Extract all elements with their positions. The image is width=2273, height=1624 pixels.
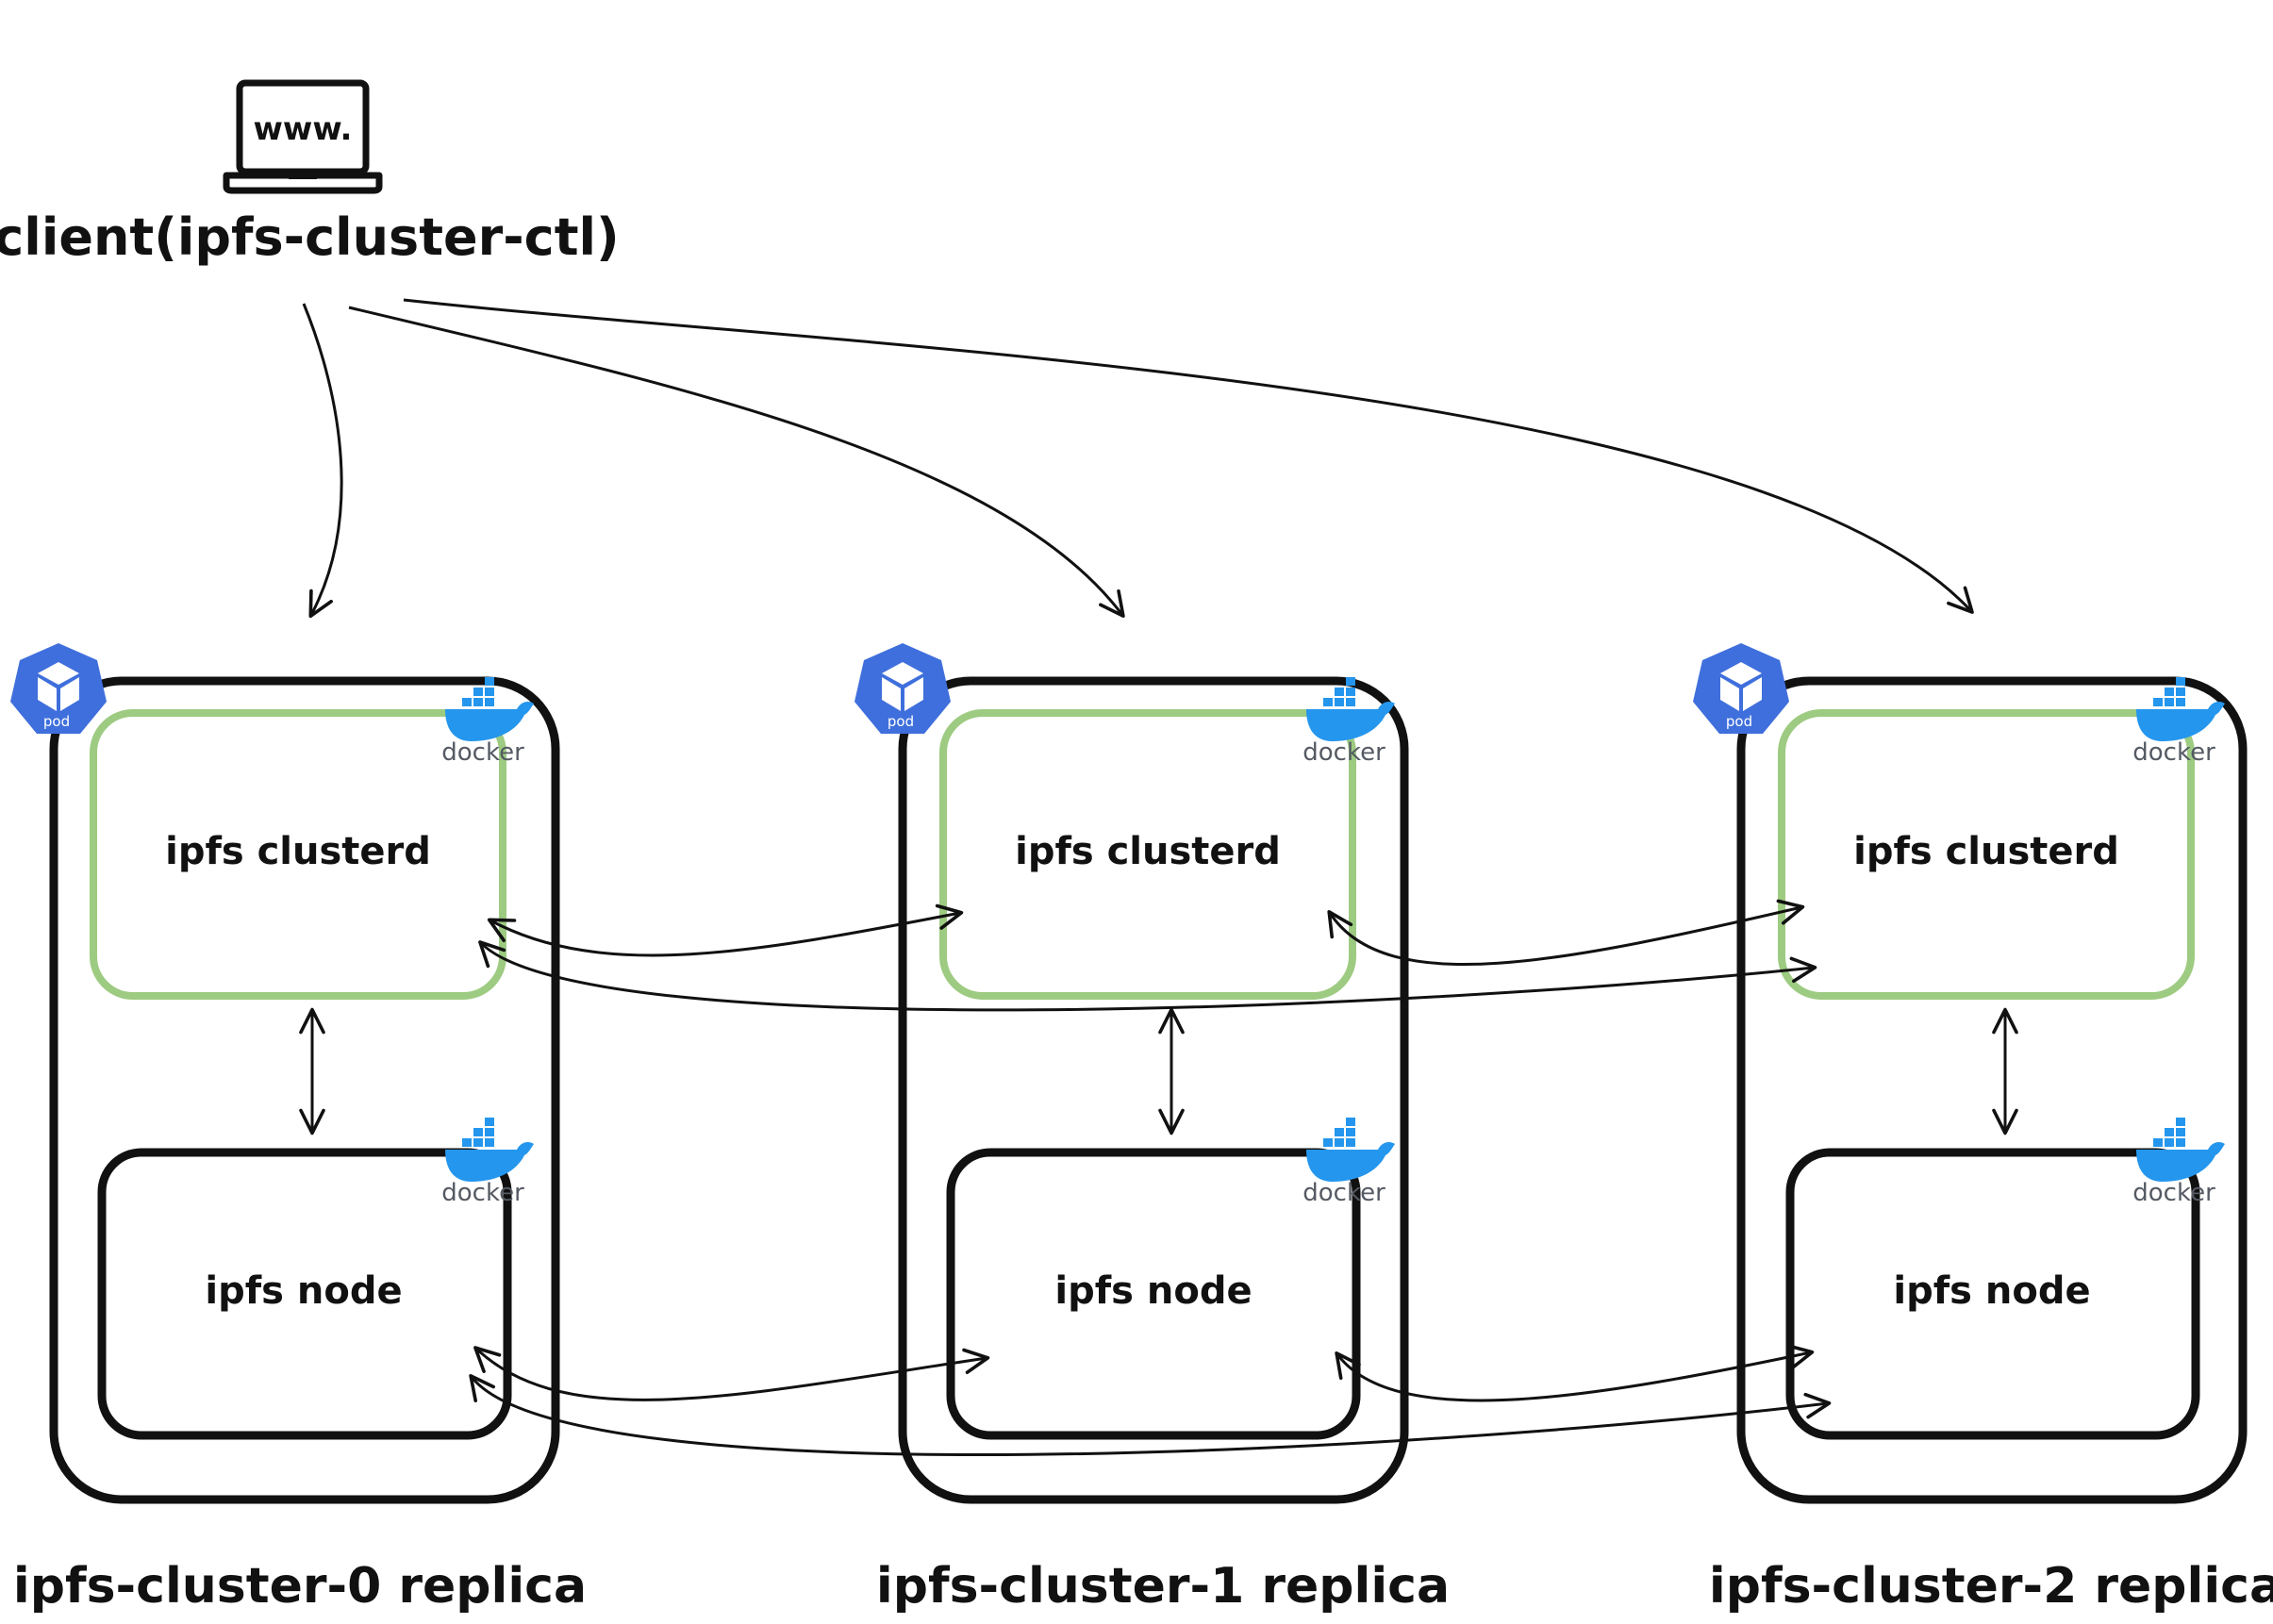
client: www. <box>223 79 383 194</box>
pod-icon: pod <box>10 643 107 734</box>
clusterd-container <box>939 709 1356 1000</box>
svg-text:docker: docker <box>441 1179 524 1207</box>
client-arrows <box>302 298 1974 619</box>
node-label: ipfs node <box>1054 1269 1253 1313</box>
clusterd-label: ipfs clusterd <box>165 830 431 873</box>
node-label: ipfs node <box>205 1269 403 1313</box>
clusterd-0-to-1-arrow <box>487 903 964 957</box>
svg-text:pod: pod <box>888 713 914 730</box>
laptop-icon: www. <box>223 79 383 194</box>
client-to-clusterd-1-arrow <box>348 306 1125 618</box>
laptop-screen-text: www. <box>254 110 353 148</box>
client-label: client(ipfs-cluster-ctl) <box>0 207 620 267</box>
client-to-clusterd-2-arrow <box>403 298 1974 614</box>
clusterd-label: ipfs clusterd <box>1015 830 1281 873</box>
node-container <box>1785 1148 2200 1440</box>
replica-0: pod docker docker <box>10 643 560 1504</box>
svg-text:docker: docker <box>1302 1179 1385 1207</box>
clusterd-1-to-2-arrow <box>1327 899 1805 966</box>
svg-text:pod: pod <box>1726 713 1752 730</box>
clusterd-container <box>90 709 506 1000</box>
docker-icon: docker <box>1302 677 1395 767</box>
docker-icon: docker <box>441 677 534 767</box>
pod-icon: pod <box>854 643 951 734</box>
pod-icon: pod <box>1693 643 1789 734</box>
clusterd-0-to-2-arrow <box>478 940 1817 1012</box>
node-container <box>946 1148 1361 1440</box>
svg-text:pod: pod <box>43 713 70 730</box>
svg-text:docker: docker <box>1302 738 1385 767</box>
pod-container <box>898 676 1409 1504</box>
svg-text:docker: docker <box>2132 738 2215 767</box>
replica-1-label: ipfs-cluster-1 replica <box>875 1558 1451 1615</box>
node-1-to-2-arrow <box>1335 1344 1815 1402</box>
pod-container <box>1736 676 2248 1504</box>
pod-container <box>49 676 560 1504</box>
docker-icon: docker <box>441 1118 534 1207</box>
node-label: ipfs node <box>1893 1269 2091 1313</box>
node-0-to-2-arrow <box>469 1374 1832 1456</box>
node-container <box>97 1148 512 1440</box>
docker-icon: docker <box>2132 677 2225 767</box>
clusterd-label: ipfs clusterd <box>1853 830 2119 873</box>
svg-text:docker: docker <box>2132 1179 2215 1207</box>
peer-links <box>469 899 1832 1456</box>
replica-1: pod docker docker <box>854 643 1409 1504</box>
svg-text:docker: docker <box>441 738 524 767</box>
client-to-clusterd-0-arrow <box>302 303 343 619</box>
clusterd-container <box>1778 709 2195 1000</box>
replica-2: pod docker docker <box>1693 643 2248 1504</box>
docker-icon: docker <box>1302 1118 1395 1207</box>
replica-0-label: ipfs-cluster-0 replica <box>12 1558 588 1615</box>
replica-2-label: ipfs-cluster-2 replica <box>1708 1558 2273 1615</box>
docker-icon: docker <box>2132 1118 2225 1207</box>
